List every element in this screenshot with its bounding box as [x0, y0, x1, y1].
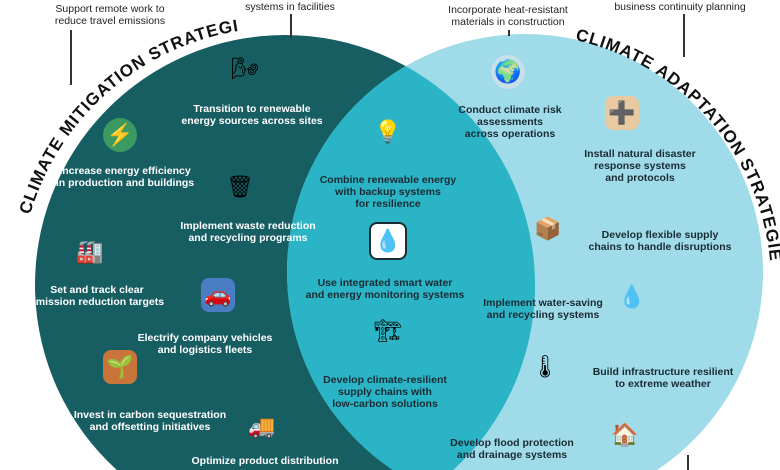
- outside-remote: Support remote work to reduce travel emi…: [54, 3, 166, 27]
- adaptation-item: Implement water-saving and recycling sys…: [483, 297, 603, 321]
- hot-globe-icon: 🌡: [531, 354, 559, 379]
- adaptation-item: Conduct climate risk assessments across …: [458, 104, 562, 140]
- adaptation-item: Install natural disaster response system…: [584, 148, 696, 184]
- outside-heat: Incorporate heat-resistant materials in …: [448, 4, 568, 28]
- house-flood-icon: 🏠: [611, 422, 639, 447]
- connector: [70, 30, 72, 85]
- connector: [508, 30, 510, 36]
- mitigation-item: Transition to renewable energy sources a…: [181, 103, 323, 127]
- mitigation-item: Set and track clear emission reduction t…: [29, 284, 165, 308]
- mitigation-item: Implement waste reduction and recycling …: [180, 220, 316, 244]
- mitigation-item: Electrify company vehicles and logistics…: [137, 332, 273, 356]
- supply-chain-icon: 🏗: [374, 318, 402, 343]
- storm-globe-icon: 🌍: [491, 55, 525, 89]
- mitigation-item: Invest in carbon sequestration and offse…: [73, 409, 227, 433]
- adaptation-item: Develop flood protection and drainage sy…: [450, 437, 574, 461]
- recycle-energy-icon: ⚡: [103, 118, 137, 152]
- shared-item: Combine renewable energy with backup sys…: [319, 174, 457, 210]
- trash-bin-icon: 🗑: [226, 174, 254, 199]
- dashboard-icon: 💧: [369, 222, 407, 260]
- electric-car-icon: 🚗: [201, 278, 235, 312]
- wind-solar-icon: 🌬: [231, 56, 259, 81]
- factory-gear-icon: 🏭: [76, 239, 104, 264]
- adaptation-item: Build infrastructure resilient to extrem…: [592, 366, 734, 390]
- outside-facilities: systems in facilities: [245, 1, 335, 13]
- shared-item: Use integrated smart water and energy mo…: [305, 277, 465, 301]
- shared-item: Develop climate-resilient supply chains …: [323, 374, 447, 410]
- connector: [687, 455, 689, 470]
- first-aid-icon: ➕: [605, 96, 639, 130]
- network-icon: 📦: [534, 216, 562, 241]
- mitigation-item: Optimize product distribution: [191, 455, 339, 467]
- connector: [683, 14, 685, 57]
- delivery-truck-icon: 🚚: [248, 414, 276, 439]
- adaptation-item: Develop flexible supply chains to handle…: [588, 229, 732, 253]
- outside-continuity: business continuity planning: [614, 1, 746, 13]
- overlap-region: [287, 35, 536, 470]
- bulb-plant-icon: 💡: [374, 119, 402, 144]
- mitigation-item: Increase energy efficiency in production…: [55, 165, 195, 189]
- plant-co2-icon: 🌱: [103, 350, 137, 384]
- water-hands-icon: 💧: [618, 284, 646, 309]
- connector: [290, 14, 292, 38]
